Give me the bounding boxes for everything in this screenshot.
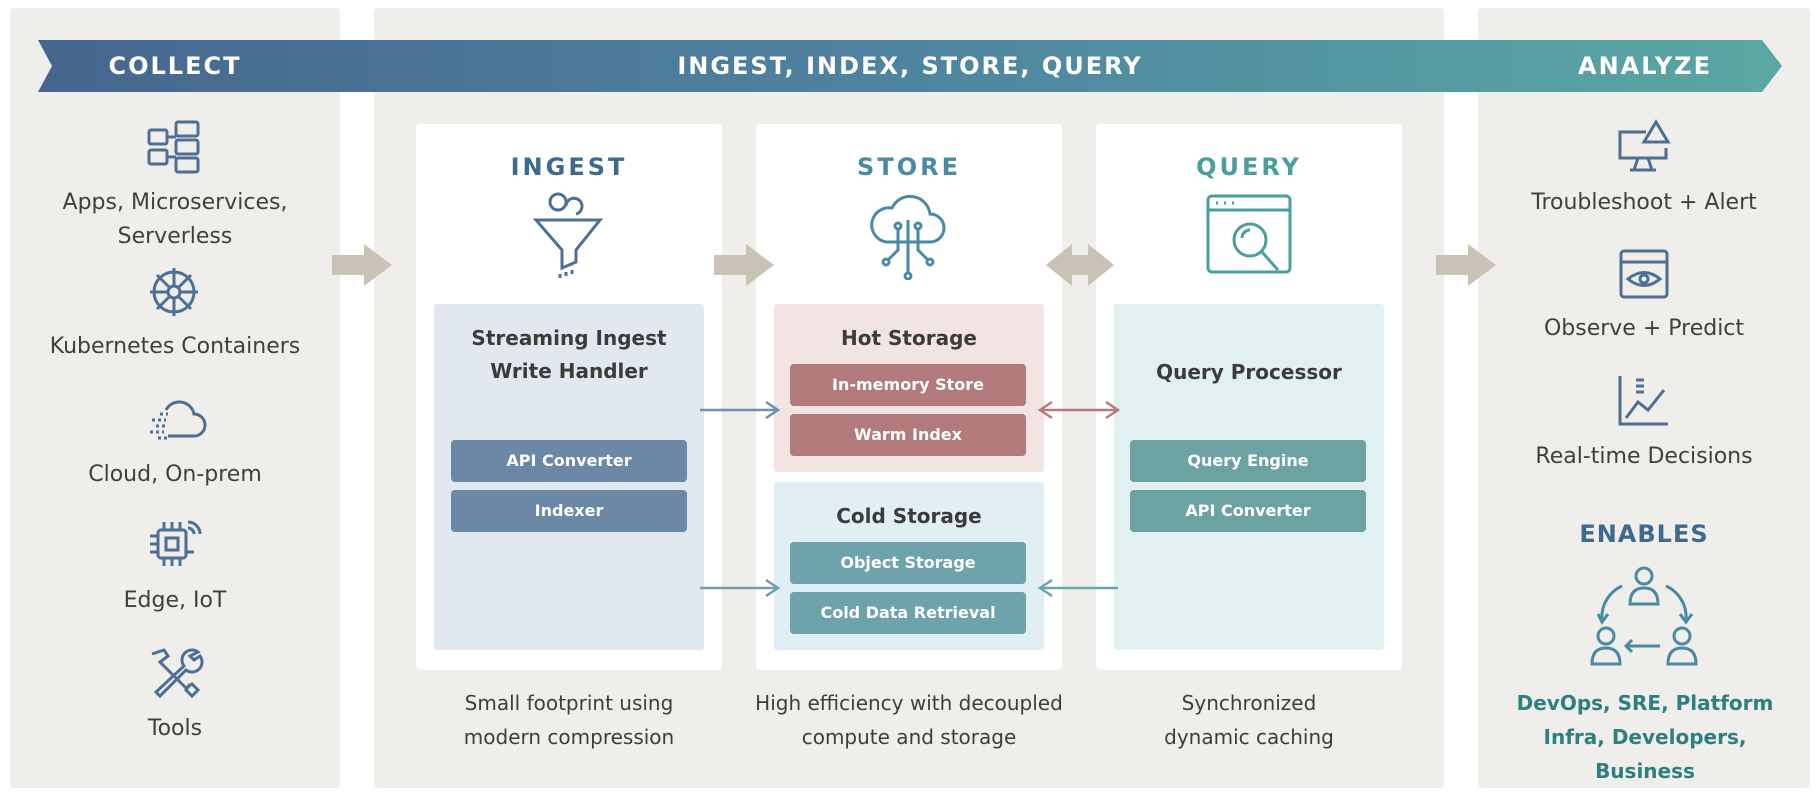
ingest-title: INGEST: [510, 153, 628, 181]
source-label-tools: Tools: [147, 716, 203, 741]
store-caption: High efficiency with decoupled compute a…: [755, 691, 1063, 749]
arrow-ingest-to-store: [714, 244, 774, 286]
ingest-api-converter: API Converter: [451, 440, 687, 482]
warm-index: Warm Index: [790, 414, 1026, 456]
eye-icon: [1619, 249, 1669, 299]
store-title: STORE: [857, 153, 961, 181]
query-title: QUERY: [1196, 153, 1302, 181]
query-caption: Synchronized dynamic caching: [1164, 691, 1334, 749]
monitor-alert-icon: [1618, 119, 1671, 172]
arrow-store-query-bidirectional: [1046, 244, 1114, 286]
enables-title: ENABLES: [1579, 520, 1709, 548]
query-processor-title: Query Processor: [1156, 360, 1342, 384]
arrow-collect-to-ingest: [332, 244, 392, 286]
query-engine: Query Engine: [1130, 440, 1366, 482]
ingest-handler-title: Streaming Ingest Write Handler: [471, 326, 667, 383]
arrow-query-to-analyze: [1436, 244, 1496, 286]
object-storage: Object Storage: [790, 542, 1026, 584]
chip-icon: [150, 520, 202, 566]
source-label-apps: Apps, Microservices, Serverless: [62, 190, 288, 249]
ingest-indexer: Indexer: [451, 490, 687, 532]
in-memory-store: In-memory Store: [790, 364, 1026, 406]
banner-analyze: ANALYZE: [1578, 52, 1712, 80]
connector-hot-query: [1037, 400, 1121, 420]
connector-ingest-cold: [700, 578, 781, 598]
kubernetes-icon: [150, 268, 198, 316]
output-label-observe: Observe + Predict: [1543, 316, 1745, 341]
output-label-decisions: Real-time Decisions: [1535, 444, 1753, 469]
hot-storage-title: Hot Storage: [841, 326, 977, 350]
output-label-troubleshoot: Troubleshoot + Alert: [1531, 190, 1757, 215]
analyze-panel: [1478, 8, 1810, 788]
banner-collect: COLLECT: [108, 52, 242, 80]
ingest-caption: Small footprint using modern compression: [463, 691, 675, 749]
source-label-kubernetes: Kubernetes Containers: [49, 334, 301, 359]
cold-storage-title: Cold Storage: [836, 504, 982, 528]
tools-icon: [151, 648, 204, 699]
search-window-icon: [1206, 194, 1292, 274]
apps-microservices-icon: [147, 120, 200, 174]
cloud-network-icon: [870, 194, 946, 280]
source-label-cloud: Cloud, On-prem: [88, 462, 262, 487]
chart-icon: [1618, 376, 1668, 426]
query-api-converter: API Converter: [1130, 490, 1366, 532]
enables-text: DevOps, SRE, Platform Infra, Developers,…: [1516, 691, 1774, 783]
source-label-edge: Edge, IoT: [123, 588, 227, 613]
banner-middle: INGEST, INDEX, STORE, QUERY: [677, 52, 1143, 80]
connector-query-cold: [1037, 578, 1118, 598]
funnel-icon: [532, 192, 604, 278]
connector-ingest-hot: [700, 400, 781, 420]
cold-data-retrieval: Cold Data Retrieval: [790, 592, 1026, 634]
cloud-icon: [150, 400, 207, 440]
team-icon: [1590, 566, 1698, 666]
